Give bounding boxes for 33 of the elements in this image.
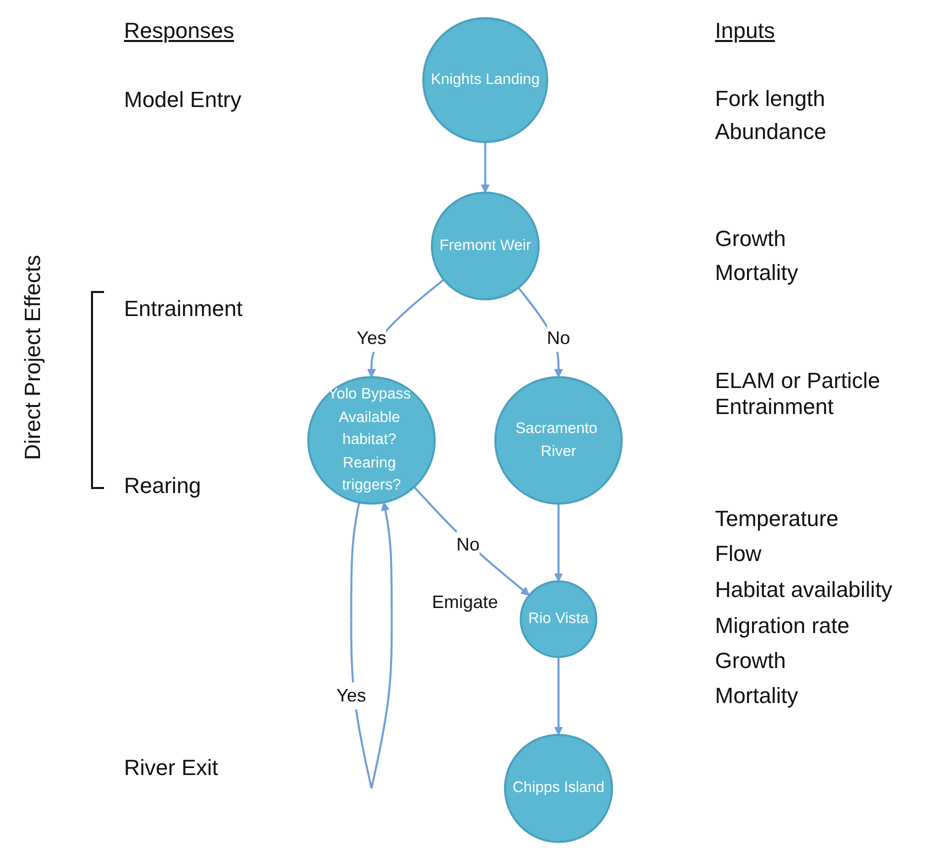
note-label: Emigate xyxy=(432,592,498,614)
side-label: Rearing xyxy=(124,473,202,500)
side-label: Abundance xyxy=(715,119,826,146)
side-label: Entrainment xyxy=(124,296,243,322)
side-label: Temperature xyxy=(715,506,839,532)
side-label: Mortality xyxy=(715,260,798,286)
arrow xyxy=(554,504,563,582)
side-label: Growth xyxy=(715,226,786,252)
arrow xyxy=(554,657,563,736)
side-label: Fork length xyxy=(715,86,826,112)
side-label: River Exit xyxy=(124,755,218,782)
node-circle: Yolo Bypass Available habitat? Rearing triggers? xyxy=(307,376,436,505)
node-circle: Rio Vista xyxy=(520,580,598,658)
column-heading: Inputs xyxy=(715,18,775,44)
node-circle: Knights Landing xyxy=(422,17,548,144)
edge-label: Yes xyxy=(356,328,386,348)
side-label: Migration rate xyxy=(715,613,850,640)
side-label: Direct Project Effects xyxy=(20,255,46,460)
edge-label: No xyxy=(456,534,480,555)
arrow xyxy=(480,142,490,193)
node-circle: Chipps Island xyxy=(504,734,614,843)
side-label: ELAM or Particle Entrainment xyxy=(715,368,882,421)
arrow xyxy=(413,486,530,596)
side-label: Growth xyxy=(715,648,786,674)
column-heading: Responses xyxy=(124,18,234,44)
edge-label: No xyxy=(546,328,570,348)
side-label: Mortality xyxy=(715,683,798,710)
side-label: Model Entry xyxy=(124,87,242,114)
side-label: Flow xyxy=(715,541,762,568)
edge-label: Yes xyxy=(336,685,366,706)
node-circle: Sacramento River xyxy=(494,376,623,505)
side-label: Habitat availability xyxy=(715,577,892,604)
node-circle: Fremont Weir xyxy=(430,192,540,300)
